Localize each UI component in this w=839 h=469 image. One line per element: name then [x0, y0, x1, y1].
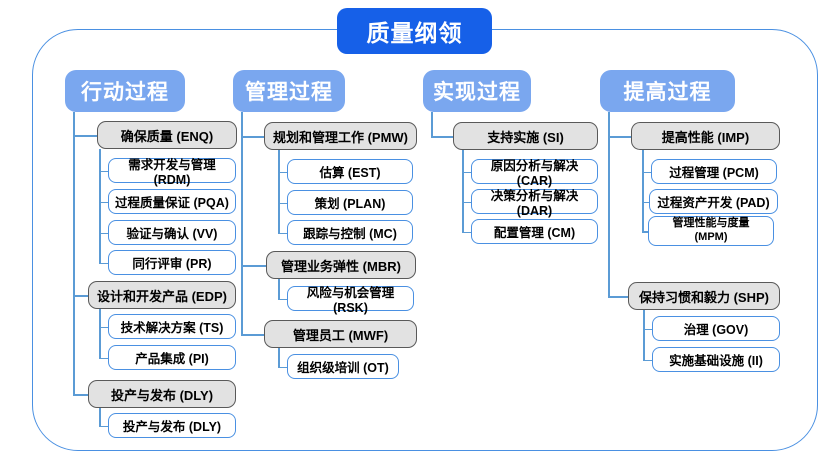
node-gov: 治理 (GOV)	[652, 316, 780, 341]
node-pcm: 过程管理 (PCM)	[651, 159, 777, 184]
connector-line	[241, 112, 243, 334]
node-dly-leaf: 投产与发布 (DLY)	[108, 413, 236, 438]
connector-line	[73, 135, 97, 137]
connector-line	[99, 357, 108, 359]
connector-line	[73, 112, 75, 394]
node-pr: 同行评审 (PR)	[108, 250, 236, 275]
node-rdm: 需求开发与管理 (RDM)	[108, 158, 236, 187]
diagram-title: 质量纲领	[337, 8, 492, 54]
node-mwf: 管理员工 (MWF)	[264, 320, 417, 348]
node-mbr: 管理业务弹性 (MBR)	[266, 251, 416, 279]
connector-line	[642, 231, 648, 233]
connector-line	[278, 202, 287, 204]
connector-line	[73, 295, 88, 297]
connector-line	[278, 298, 287, 300]
column-header-management-process: 管理过程	[233, 70, 345, 112]
connector-line	[431, 112, 433, 136]
connector-line	[99, 262, 108, 264]
connector-line	[99, 425, 108, 427]
node-est: 估算 (EST)	[287, 159, 413, 184]
connector-line	[99, 408, 101, 426]
column-header-improvement-process: 提高过程	[600, 70, 735, 112]
node-shp: 保持习惯和毅力 (SHP)	[628, 282, 780, 310]
connector-line	[278, 366, 287, 368]
connector-line	[241, 136, 264, 138]
node-car: 原因分析与解决 (CAR)	[471, 159, 598, 188]
connector-line	[278, 279, 280, 299]
node-plan: 策划 (PLAN)	[287, 190, 413, 215]
node-ts: 技术解决方案 (TS)	[108, 314, 236, 339]
connector-line	[99, 309, 101, 358]
node-si: 支持实施 (SI)	[453, 122, 598, 150]
connector-line	[241, 265, 266, 267]
connector-line	[99, 201, 108, 203]
column-header-action-process: 行动过程	[65, 70, 185, 112]
node-enq: 确保质量 (ENQ)	[97, 121, 237, 149]
connector-line	[608, 136, 631, 138]
node-pad: 过程资产开发 (PAD)	[649, 189, 778, 214]
connector-line	[99, 232, 108, 234]
node-dar: 决策分析与解决 (DAR)	[471, 189, 598, 218]
connector-line	[462, 201, 471, 203]
connector-line	[608, 296, 628, 298]
connector-line	[462, 150, 464, 232]
connector-line	[642, 171, 651, 173]
connector-line	[643, 359, 652, 361]
connector-line	[462, 231, 471, 233]
connector-line	[278, 150, 280, 233]
connector-line	[99, 326, 108, 328]
connector-line	[99, 149, 101, 263]
connector-line	[642, 150, 644, 231]
node-dly: 投产与发布 (DLY)	[88, 380, 236, 408]
connector-line	[643, 310, 645, 360]
connector-line	[643, 328, 652, 330]
connector-line	[431, 136, 453, 138]
node-edp: 设计和开发产品 (EDP)	[88, 281, 236, 309]
node-mpm: 管理性能与度量 (MPM)	[648, 216, 774, 246]
node-mc: 跟踪与控制 (MC)	[287, 220, 413, 245]
connector-line	[278, 171, 287, 173]
connector-line	[241, 334, 264, 336]
node-vv: 验证与确认 (VV)	[108, 220, 236, 245]
node-ii: 实施基础设施 (II)	[652, 347, 780, 372]
connector-line	[462, 171, 471, 173]
node-ot: 组织级培训 (OT)	[287, 354, 399, 379]
node-imp: 提高性能 (IMP)	[631, 122, 780, 150]
connector-line	[278, 232, 287, 234]
node-pi: 产品集成 (PI)	[108, 345, 236, 370]
node-rsk: 风险与机会管理 (RSK)	[287, 286, 414, 315]
node-pmw: 规划和管理工作 (PMW)	[264, 122, 417, 150]
column-header-implementation-process: 实现过程	[423, 70, 531, 112]
node-pqa: 过程质量保证 (PQA)	[108, 189, 236, 214]
node-cm: 配置管理 (CM)	[471, 219, 598, 244]
connector-line	[73, 394, 88, 396]
connector-line	[278, 348, 280, 367]
connector-line	[608, 112, 610, 296]
connector-line	[99, 170, 108, 172]
connector-line	[642, 201, 649, 203]
